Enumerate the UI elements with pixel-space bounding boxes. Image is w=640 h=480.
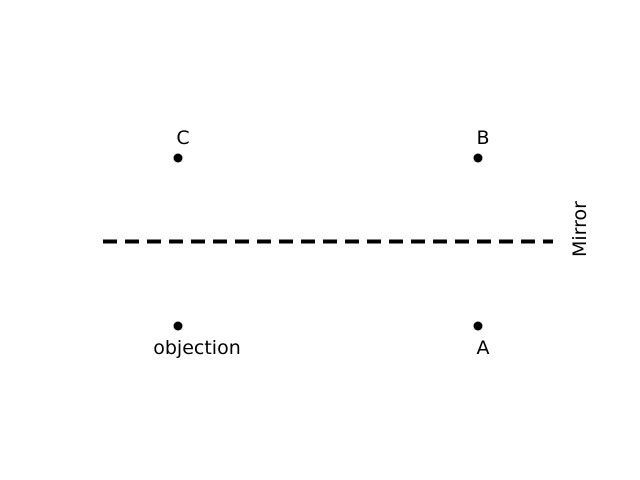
mirror-label: Mirror — [569, 201, 591, 257]
point-c-dot — [173, 153, 183, 163]
point-b-label: B — [476, 127, 489, 149]
object-point-dot — [173, 321, 183, 331]
object-point-label: objection — [153, 337, 241, 359]
point-b-dot — [473, 153, 483, 163]
point-a-dot — [473, 321, 483, 331]
point-a-label: A — [477, 337, 490, 359]
point-c-label: C — [176, 127, 189, 149]
